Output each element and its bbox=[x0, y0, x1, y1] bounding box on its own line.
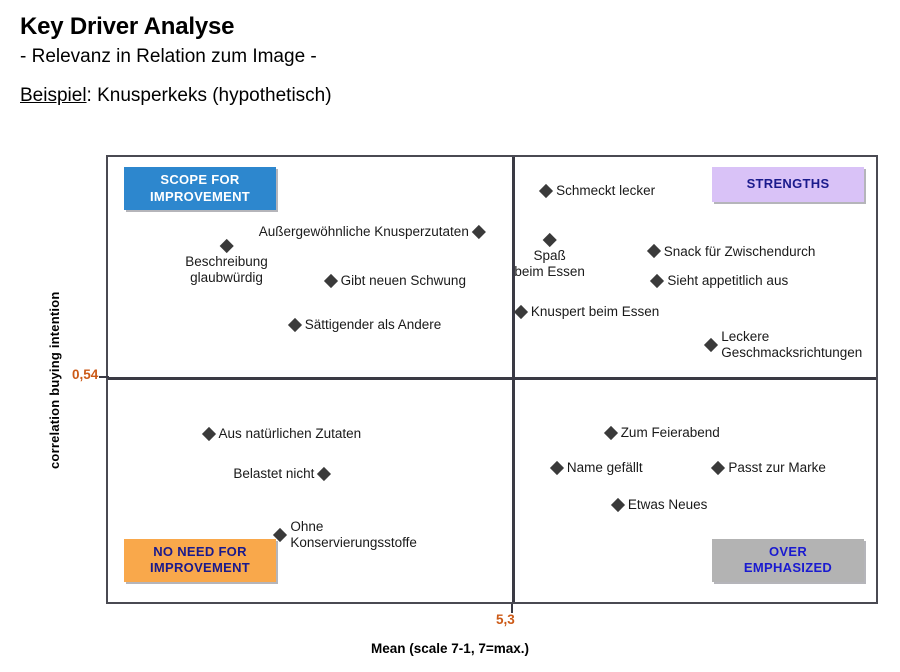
data-point-marker bbox=[201, 427, 216, 442]
data-point-label: Gibt neuen Schwung bbox=[340, 272, 466, 288]
quadrant-badge-over-emphasized: OVER EMPHASIZED bbox=[712, 538, 864, 582]
data-point-label: Außergewöhnliche Knusperzutaten bbox=[258, 223, 469, 239]
data-point-marker bbox=[471, 224, 486, 239]
data-point-marker bbox=[549, 461, 564, 476]
example-value: Knusperkeks (hypothetisch) bbox=[97, 84, 332, 106]
data-point-marker bbox=[317, 466, 332, 481]
page-subtitle: - Relevanz in Relation zum Image - bbox=[20, 45, 317, 67]
data-point-marker bbox=[219, 238, 234, 253]
data-point-label: Sieht appetitlich aus bbox=[667, 272, 789, 288]
data-point-marker bbox=[650, 273, 665, 288]
data-point-label: Etwas Neues bbox=[627, 497, 708, 513]
data-point-marker bbox=[646, 244, 661, 259]
y-axis-title: correlation buying intention bbox=[47, 291, 62, 469]
data-point: Etwas Neues bbox=[610, 497, 708, 513]
data-point: Schmeckt lecker bbox=[538, 182, 656, 199]
quadrant-badge-no-need-for-improvement: NO NEED FOR IMPROVEMENT bbox=[124, 538, 276, 582]
quadrant-badge-strengths: STRENGTHS bbox=[712, 167, 864, 202]
data-point-label: Name gefällt bbox=[566, 460, 643, 476]
x-axis-tick-mark bbox=[511, 604, 513, 613]
example-label: Beispiel bbox=[20, 84, 87, 106]
example-line: Beispiel: Knusperkeks (hypothetisch) bbox=[20, 85, 880, 107]
data-point-label: Ohne Konservierungsstoffe bbox=[290, 519, 417, 551]
data-point-label: Beschreibung glaubwürdig bbox=[185, 253, 268, 285]
data-point: Gibt neuen Schwung bbox=[323, 272, 466, 289]
quadrant-badge-scope-for-improvement: SCOPE FOR IMPROVEMENT bbox=[124, 167, 276, 211]
data-point: Belastet nicht bbox=[233, 465, 332, 482]
header-block: Key Driver Analyse - Relevanz in Relatio… bbox=[20, 13, 880, 107]
data-point: Beschreibung glaubwürdig bbox=[185, 238, 268, 286]
data-point: Leckere Geschmacksrichtungen bbox=[704, 328, 863, 361]
x-axis-tick-value: 5,3 bbox=[496, 612, 515, 627]
page-title: Key Driver Analyse bbox=[20, 13, 235, 40]
y-axis-tick-value: 0,54 bbox=[72, 367, 99, 382]
data-point-marker bbox=[287, 317, 302, 332]
data-point-label: Leckere Geschmacksrichtungen bbox=[721, 328, 863, 360]
data-point-marker bbox=[603, 425, 618, 440]
scatter-plot-frame: SCOPE FOR IMPROVEMENT STRENGTHS NO NEED … bbox=[106, 155, 878, 604]
data-point: Aus natürlichen Zutaten bbox=[201, 426, 362, 442]
data-point-marker bbox=[711, 461, 726, 476]
data-point: Snack für Zwischendurch bbox=[646, 243, 816, 260]
data-point-label: Knuspert beim Essen bbox=[530, 304, 660, 320]
data-point-marker bbox=[610, 498, 625, 513]
x-axis-title: Mean (scale 7-1, 7=max.) bbox=[371, 641, 529, 656]
data-point-marker bbox=[704, 337, 719, 352]
data-point: Knuspert beim Essen bbox=[513, 304, 660, 320]
data-point: Ohne Konservierungsstoffe bbox=[273, 519, 417, 551]
data-point-label: Zum Feierabend bbox=[620, 424, 720, 440]
data-point-marker bbox=[273, 528, 288, 543]
example-separator: : bbox=[86, 84, 98, 106]
data-point: Sättigender als Andere bbox=[287, 316, 442, 333]
data-point-label: Aus natürlichen Zutaten bbox=[218, 426, 362, 442]
data-point-label: Passt zur Marke bbox=[728, 460, 826, 476]
data-point-label: Snack für Zwischendurch bbox=[663, 243, 816, 259]
data-point: Name gefällt bbox=[549, 460, 643, 476]
data-point: Außergewöhnliche Knusperzutaten bbox=[258, 223, 486, 240]
data-point-label: Spaß beim Essen bbox=[514, 248, 585, 279]
data-point-marker bbox=[323, 273, 338, 288]
data-point: Zum Feierabend bbox=[603, 424, 720, 441]
y-axis-tick-mark bbox=[99, 376, 109, 378]
data-point: Passt zur Marke bbox=[711, 460, 826, 476]
data-point-marker bbox=[513, 305, 528, 320]
data-point-label: Sättigender als Andere bbox=[304, 316, 442, 332]
data-point-marker bbox=[542, 232, 557, 248]
data-point: Sieht appetitlich aus bbox=[650, 272, 789, 289]
quadrant-divider-horizontal bbox=[108, 377, 876, 380]
data-point-marker bbox=[538, 183, 554, 198]
data-point-label: Schmeckt lecker bbox=[556, 182, 656, 198]
data-point: Spaß beim Essen bbox=[514, 232, 585, 280]
data-point-label: Belastet nicht bbox=[233, 465, 315, 481]
